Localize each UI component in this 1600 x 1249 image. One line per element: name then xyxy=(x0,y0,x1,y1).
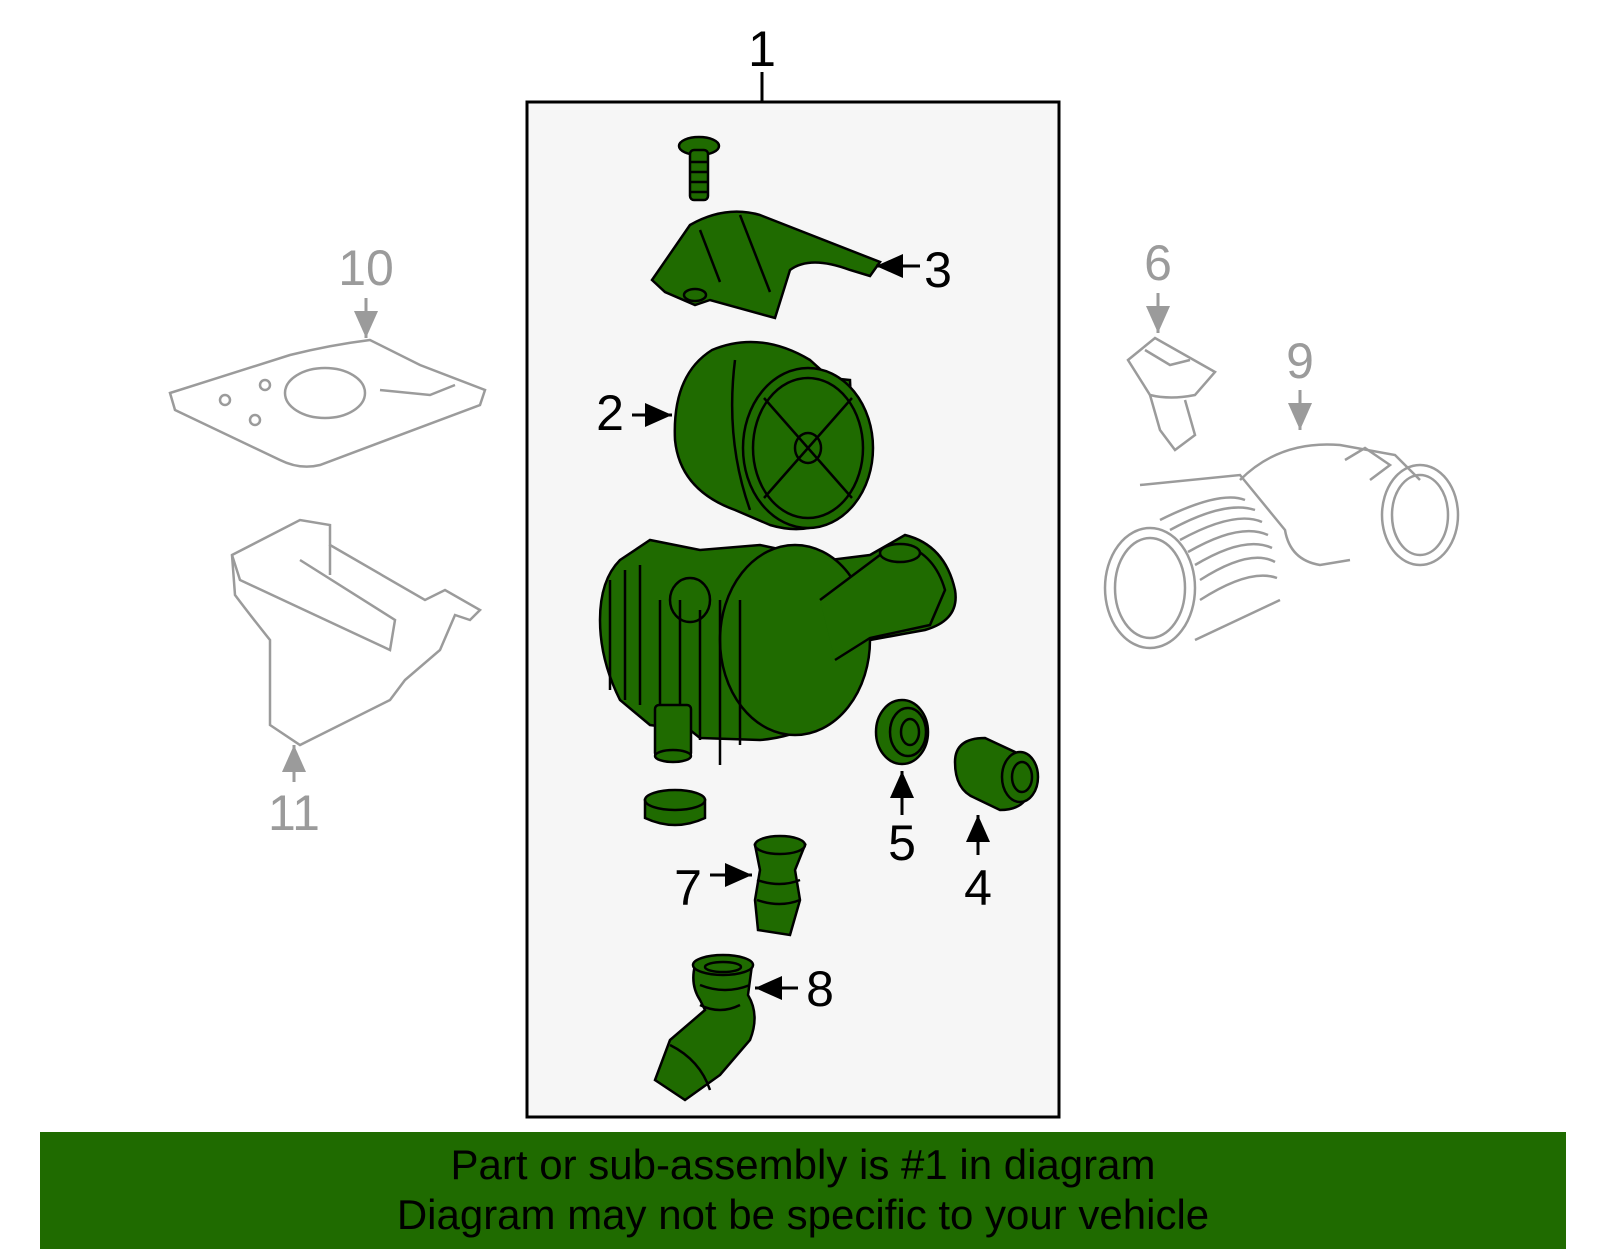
drain-tube-icon xyxy=(753,834,807,937)
callout-5: 5 xyxy=(888,815,916,871)
callout-10: 10 xyxy=(338,240,394,296)
banner-line-1: Part or sub-assembly is #1 in diagram xyxy=(450,1141,1156,1188)
insulator-icon xyxy=(953,736,1040,812)
bolt-icon xyxy=(677,135,721,202)
callout-7: 7 xyxy=(674,860,702,916)
air-filter-icon xyxy=(673,340,875,531)
shield-icon xyxy=(168,338,487,468)
bracket-icon xyxy=(230,518,483,747)
callout-9: 9 xyxy=(1286,333,1314,389)
air-cleaner-housing-icon xyxy=(598,533,957,765)
grommet-icon xyxy=(874,698,930,766)
callout-1: 1 xyxy=(748,21,776,77)
info-banner: Part or sub-assembly is #1 in diagram Di… xyxy=(40,1132,1566,1249)
banner-line-2: Diagram may not be specific to your vehi… xyxy=(396,1191,1210,1238)
seal-icon xyxy=(643,788,707,827)
intake-hose-icon xyxy=(1103,443,1460,650)
callout-11: 11 xyxy=(268,785,320,841)
callout-4: 4 xyxy=(964,860,992,916)
callout-6: 6 xyxy=(1144,235,1172,291)
outlet-duct-icon xyxy=(653,953,756,1102)
sensor-icon xyxy=(1126,336,1217,452)
callout-2: 2 xyxy=(596,385,624,441)
cover-icon xyxy=(650,210,882,320)
callout-3: 3 xyxy=(924,242,952,298)
callout-8: 8 xyxy=(806,961,834,1017)
